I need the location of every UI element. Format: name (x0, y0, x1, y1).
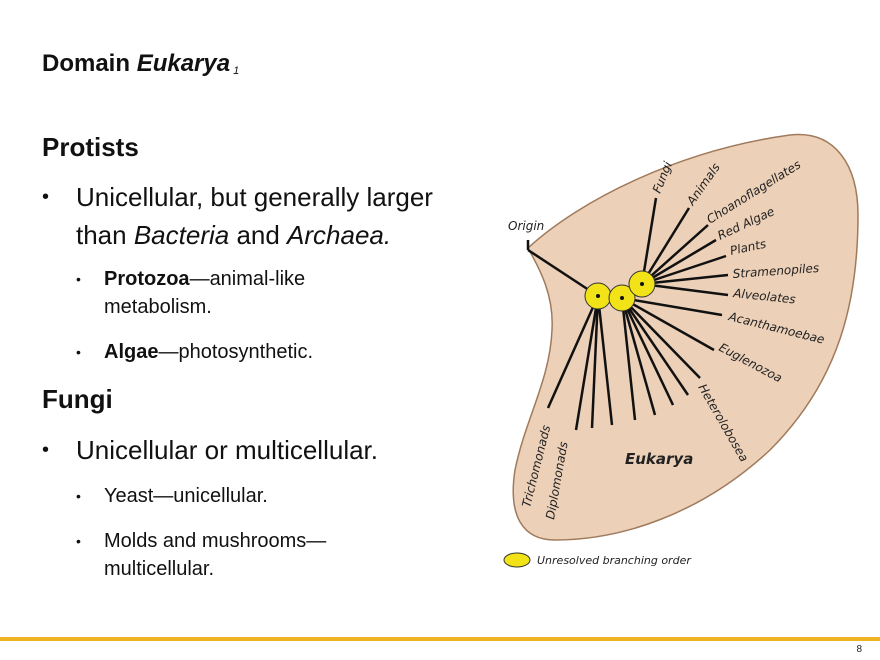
origin-label: Origin (508, 219, 544, 233)
bullet-text-part2: and (229, 220, 288, 250)
bacteria-text: Bacteria (133, 220, 230, 250)
algae-desc: —photosynthetic. (158, 341, 313, 363)
node-dots (596, 282, 644, 300)
legend-swatch (503, 552, 531, 568)
bullet-text: Unicellular or multicellular. (76, 435, 378, 465)
root-branch (527, 248, 599, 298)
title-italic: Eukarya (136, 50, 231, 77)
title-prefix: Domain (42, 50, 137, 77)
bullet-dot: • (42, 186, 50, 208)
sub-bullet-dot: • (76, 533, 81, 549)
branch-label-stramenopiles: Stramenopiles (732, 261, 819, 281)
sub-bullet-text: Yeast—unicellular. (104, 485, 268, 507)
archaea-text: Archaea. (287, 220, 392, 250)
fungi-heading: Fungi (42, 384, 113, 414)
sub-bullet-text: Algae—photosynthetic. (104, 338, 404, 366)
protists-heading: Protists (42, 132, 139, 162)
bullet-dot: • (42, 439, 50, 461)
sub-bullet-dot: • (76, 271, 81, 287)
title-footnote: 1 (233, 65, 240, 77)
eukarya-tree-diagram: Origin Fungi Animals Choanoflagellates R… (503, 133, 859, 568)
sub-bullet-text: Molds and mushrooms—multicellular. (104, 530, 327, 580)
branch-label-alveolates: Alveolates (732, 286, 797, 307)
legend-label: Unresolved branching order (537, 554, 692, 567)
tree-background (512, 133, 859, 541)
bullet-text-part1: Unicellular, but generally larger than (76, 182, 433, 250)
eukarya-label: Eukarya (625, 450, 693, 468)
bullet-text: Unicellular, but generally larger than B… (76, 178, 486, 254)
algae-term: Algae (104, 341, 159, 363)
protozoa-term: Protozoa (104, 268, 190, 290)
sub-bullet-dot: • (76, 344, 81, 360)
protozoa-desc: —animal-like metabolism. (104, 268, 306, 318)
page-number: 8 (856, 644, 862, 655)
footer-bar (0, 637, 880, 641)
sub-bullet-dot: • (76, 488, 81, 504)
sub-bullet-text: Protozoa—animal-like metabolism. (104, 265, 404, 321)
